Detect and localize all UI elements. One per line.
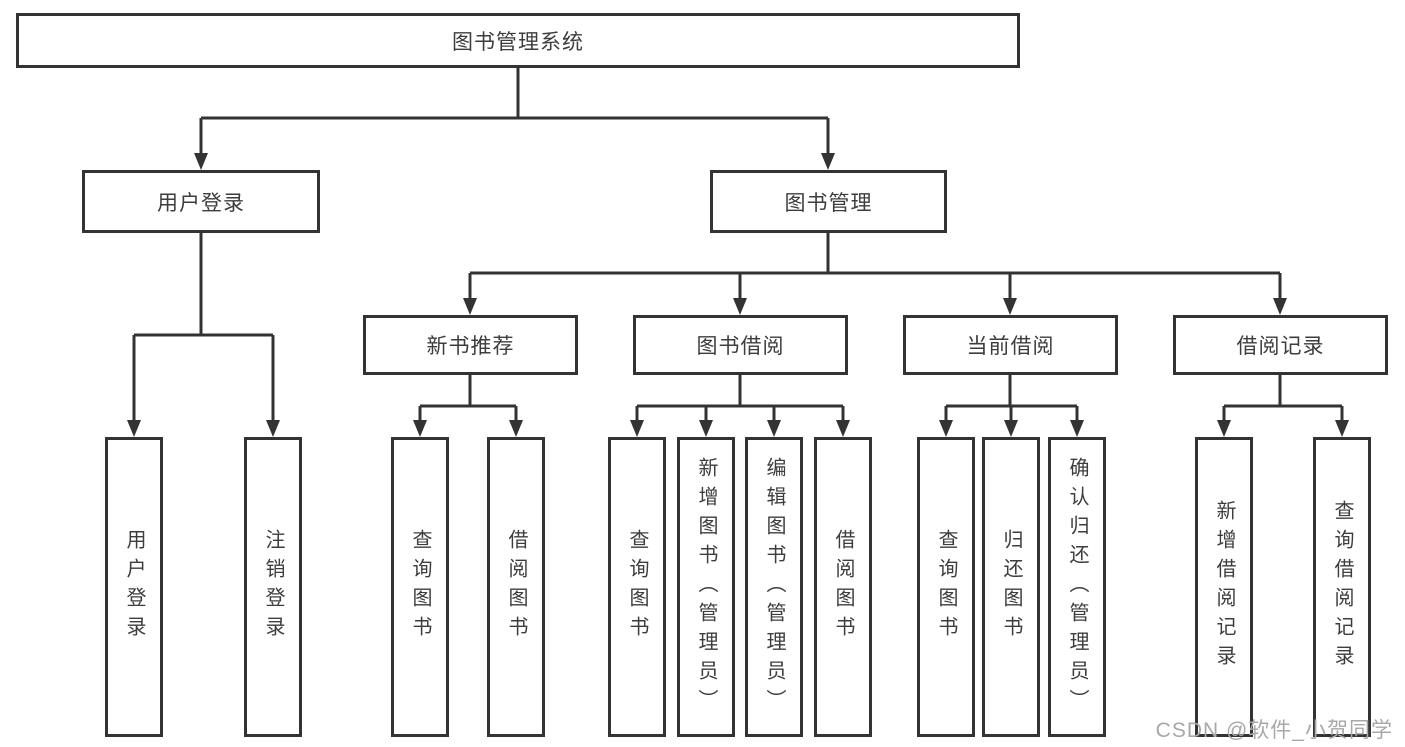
node-label: 用户登录 xyxy=(157,191,245,215)
node-library-management-system: 图书管理系统 xyxy=(16,13,1020,68)
node-book-management: 图书管理 xyxy=(710,170,947,233)
csdn-watermark: CSDN @软件_小贺同学 xyxy=(1155,719,1393,742)
node-label: 借阅记录 xyxy=(1236,335,1325,358)
leaf-query-books-newbook: 查询图书 xyxy=(391,437,449,737)
leaf-logout: 注销登录 xyxy=(244,437,302,737)
arrow-shafts xyxy=(132,118,1344,422)
leaf-borrow-books-newbook: 借阅图书 xyxy=(487,437,545,737)
node-label: 注销登录 xyxy=(262,529,284,645)
node-label: 用户登录 xyxy=(123,529,145,645)
node-label: 图书管理 xyxy=(784,191,873,215)
node-label: 借阅图书 xyxy=(505,529,527,645)
node-label: 查询图书 xyxy=(409,529,431,645)
leaf-query-borrow-record: 查询借阅记录 xyxy=(1313,437,1371,737)
node-label: 查询图书 xyxy=(626,529,648,645)
leaf-user-login: 用户登录 xyxy=(105,437,163,737)
node-current-borrowing: 当前借阅 xyxy=(903,315,1118,375)
node-label: 查询借阅记录 xyxy=(1331,500,1353,674)
node-label: 确认归还（管理员） xyxy=(1066,456,1088,718)
leaf-query-books-current: 查询图书 xyxy=(917,437,975,737)
leaf-edit-book-admin: 编辑图书（管理员） xyxy=(745,437,803,737)
node-label: 新增图书（管理员） xyxy=(695,456,717,718)
node-new-book-recommendation: 新书推荐 xyxy=(363,315,578,375)
leaf-borrow-books-borrow: 借阅图书 xyxy=(814,437,872,737)
node-user-login: 用户登录 xyxy=(82,170,320,233)
node-label: 新书推荐 xyxy=(426,335,515,358)
node-label: 图书借阅 xyxy=(696,335,785,358)
leaf-return-book: 归还图书 xyxy=(982,437,1040,737)
node-label: 图书管理系统 xyxy=(452,30,584,54)
leaf-add-borrow-record: 新增借阅记录 xyxy=(1195,437,1253,737)
arrowheads xyxy=(127,153,1349,437)
leaf-add-book-admin: 新增图书（管理员） xyxy=(677,437,735,737)
node-label: 借阅图书 xyxy=(832,529,854,645)
node-borrowing-records: 借阅记录 xyxy=(1173,315,1388,375)
node-label: 新增借阅记录 xyxy=(1213,500,1235,674)
node-label: 归还图书 xyxy=(1000,529,1022,645)
node-label: 当前借阅 xyxy=(966,335,1055,358)
leaf-confirm-return-admin: 确认归还（管理员） xyxy=(1048,437,1106,737)
node-label: 查询图书 xyxy=(935,529,957,645)
leaf-query-books-borrow: 查询图书 xyxy=(608,437,666,737)
node-label: 编辑图书（管理员） xyxy=(763,456,785,718)
tree-branch-lines xyxy=(134,68,1342,408)
node-book-borrowing: 图书借阅 xyxy=(633,315,848,375)
